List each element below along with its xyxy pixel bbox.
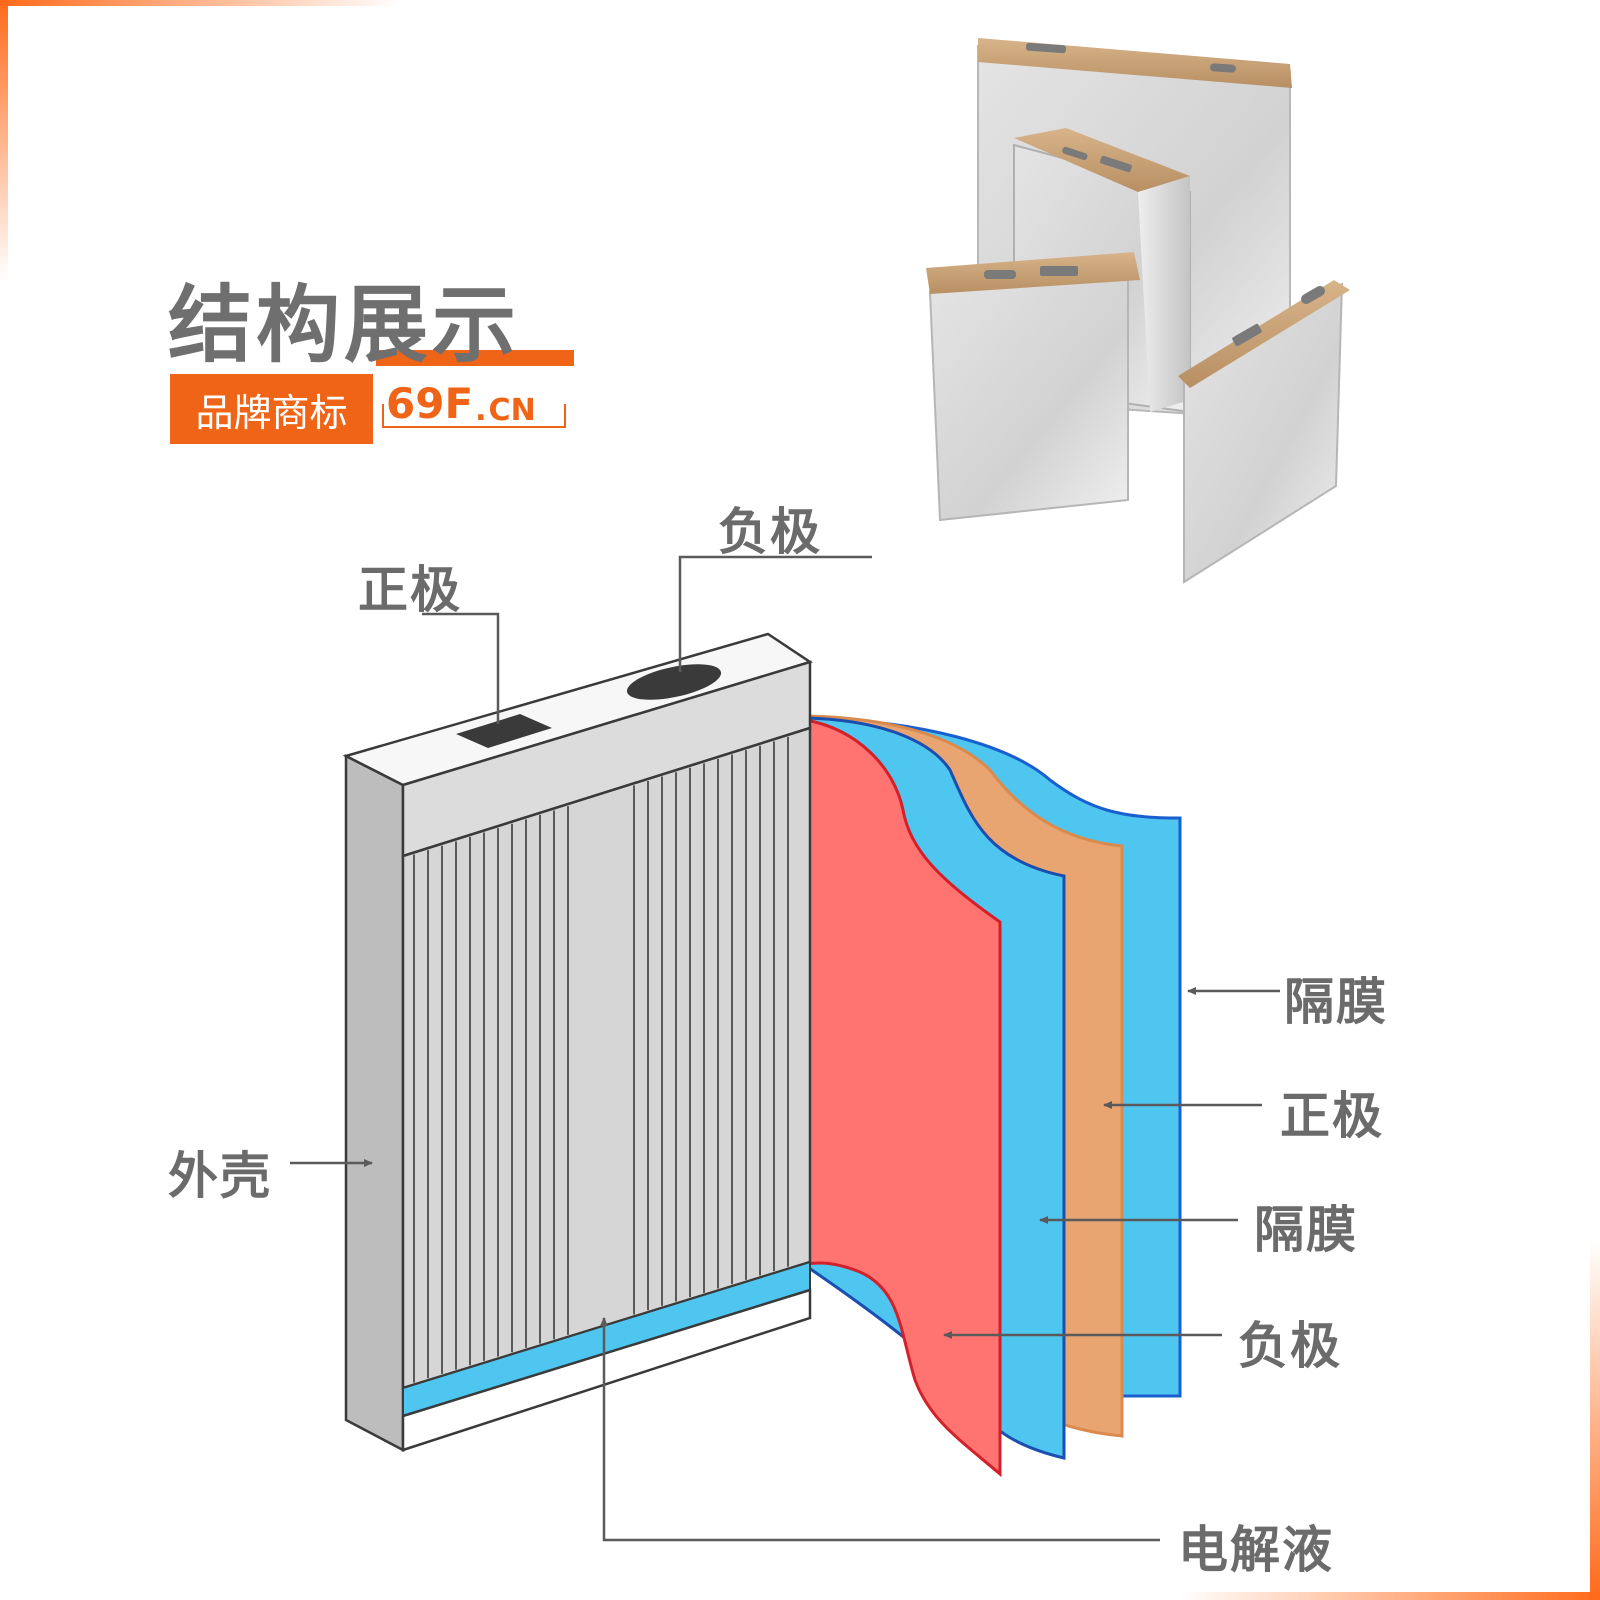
- brand-tag: 品牌商标: [170, 374, 373, 444]
- label-negative-layer: 负极: [1238, 1317, 1342, 1375]
- brand-logo-suffix: CN: [488, 393, 536, 428]
- leader-lines: [290, 555, 1280, 1542]
- accent-edge-top: [0, 0, 400, 6]
- accent-edge-bottom: [1180, 1592, 1600, 1600]
- leader-positive-top: [422, 612, 500, 724]
- brand-logo-bracket: [382, 404, 566, 428]
- label-negative-top: 负极: [718, 503, 822, 561]
- leader-negative-top: [678, 555, 872, 672]
- brand-logo: 69F . CN: [386, 376, 566, 428]
- label-separator-inner: 隔膜: [1254, 1201, 1358, 1259]
- label-separator-outer: 隔膜: [1284, 973, 1388, 1031]
- layer-stack: [804, 714, 1182, 1478]
- case-bottom-strip: [401, 1288, 812, 1452]
- case-side-shell: [344, 753, 405, 1453]
- label-electrolyte: 电解液: [1178, 1521, 1334, 1579]
- accent-edge-right: [1590, 1240, 1600, 1600]
- page-title: 结构展示: [168, 276, 521, 374]
- label-positive-top: 正极: [358, 561, 462, 619]
- brand-logo-dot: .: [475, 393, 487, 428]
- accent-edge-left: [0, 0, 8, 280]
- leader-electrolyte: [600, 1317, 1160, 1542]
- cell-front-right: [1178, 280, 1350, 584]
- label-positive-layer: 正极: [1280, 1087, 1384, 1145]
- negative-layer: [804, 718, 1002, 1478]
- title-underline-bar: [376, 350, 574, 366]
- brand-logo-main: 69F: [386, 379, 474, 428]
- cell-front-left: [926, 252, 1140, 522]
- product-photo: [926, 38, 1350, 584]
- battery-case: [342, 632, 813, 1453]
- negative-terminal: [626, 664, 722, 700]
- electrode-plates: [413, 736, 789, 1383]
- positive-terminal: [456, 714, 552, 748]
- label-shell: 外壳: [168, 1147, 272, 1205]
